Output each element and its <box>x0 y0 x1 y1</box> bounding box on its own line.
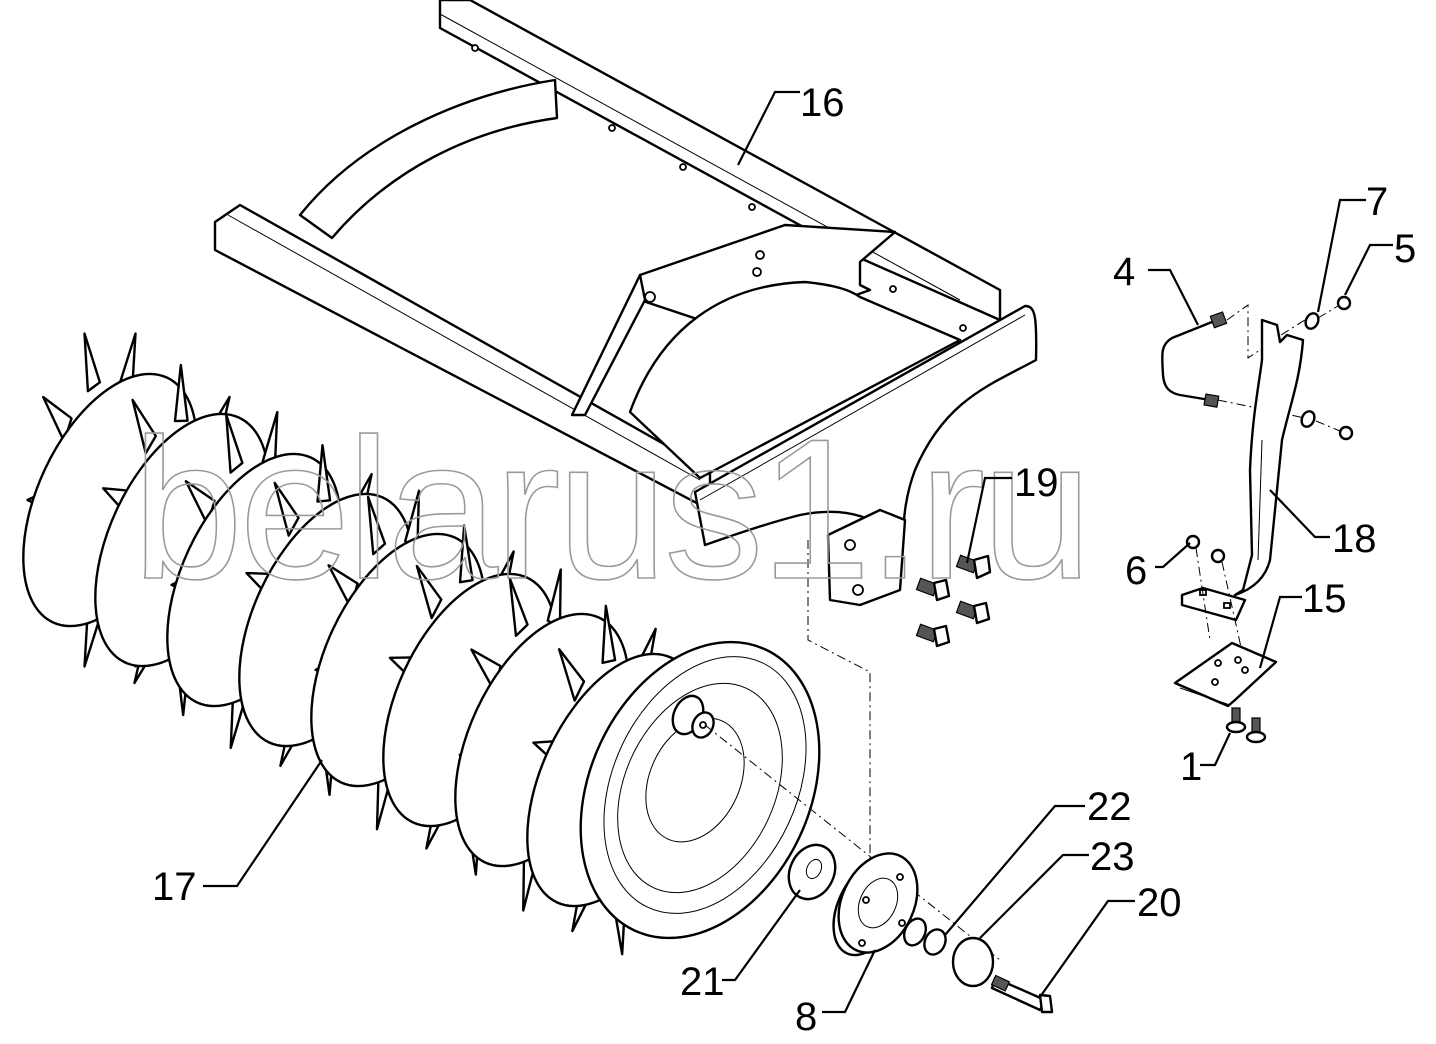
roller-tooth <box>225 413 244 474</box>
roller-tooth <box>557 648 586 702</box>
roller-tooth <box>415 564 443 620</box>
callout-17: 17 <box>152 865 197 909</box>
roller-tooth <box>316 443 332 503</box>
callout-7: 7 <box>1366 180 1388 224</box>
bolt <box>915 577 951 602</box>
callout-4: 4 <box>1113 250 1135 294</box>
callout-18: 18 <box>1332 517 1377 561</box>
scraper-assembly <box>1161 295 1354 744</box>
roller-tooth <box>366 495 387 556</box>
roller-tooth <box>458 524 474 584</box>
roller-tooth <box>173 363 189 423</box>
callout-22: 22 <box>1087 785 1132 829</box>
callout-19: 19 <box>1014 461 1059 505</box>
roller-tooth <box>508 577 529 638</box>
watermark-text: belarus1.ru <box>132 398 1089 621</box>
callout-23: 23 <box>1090 835 1135 879</box>
callout-20: 20 <box>1137 881 1182 925</box>
roller-tooth <box>273 481 300 537</box>
callout-6: 6 <box>1125 549 1147 593</box>
roller-tooth <box>83 332 102 393</box>
bolt <box>915 623 951 648</box>
callout-21: 21 <box>680 960 725 1004</box>
callout-5: 5 <box>1394 227 1416 271</box>
callout-8: 8 <box>795 995 817 1039</box>
roller-tooth <box>131 398 158 455</box>
bolt <box>955 600 991 625</box>
callout-1: 1 <box>1180 745 1202 789</box>
callout-16: 16 <box>800 81 845 125</box>
bolt <box>955 554 992 580</box>
bolt-group-19 <box>915 554 992 648</box>
roller-tooth <box>601 604 617 665</box>
axle-hardware <box>704 540 1054 1014</box>
callout-15: 15 <box>1302 577 1347 621</box>
leader-lines <box>203 90 1393 1014</box>
roller-end-disc <box>579 640 821 940</box>
roller-disc <box>382 524 558 876</box>
frame-part <box>213 0 1038 607</box>
